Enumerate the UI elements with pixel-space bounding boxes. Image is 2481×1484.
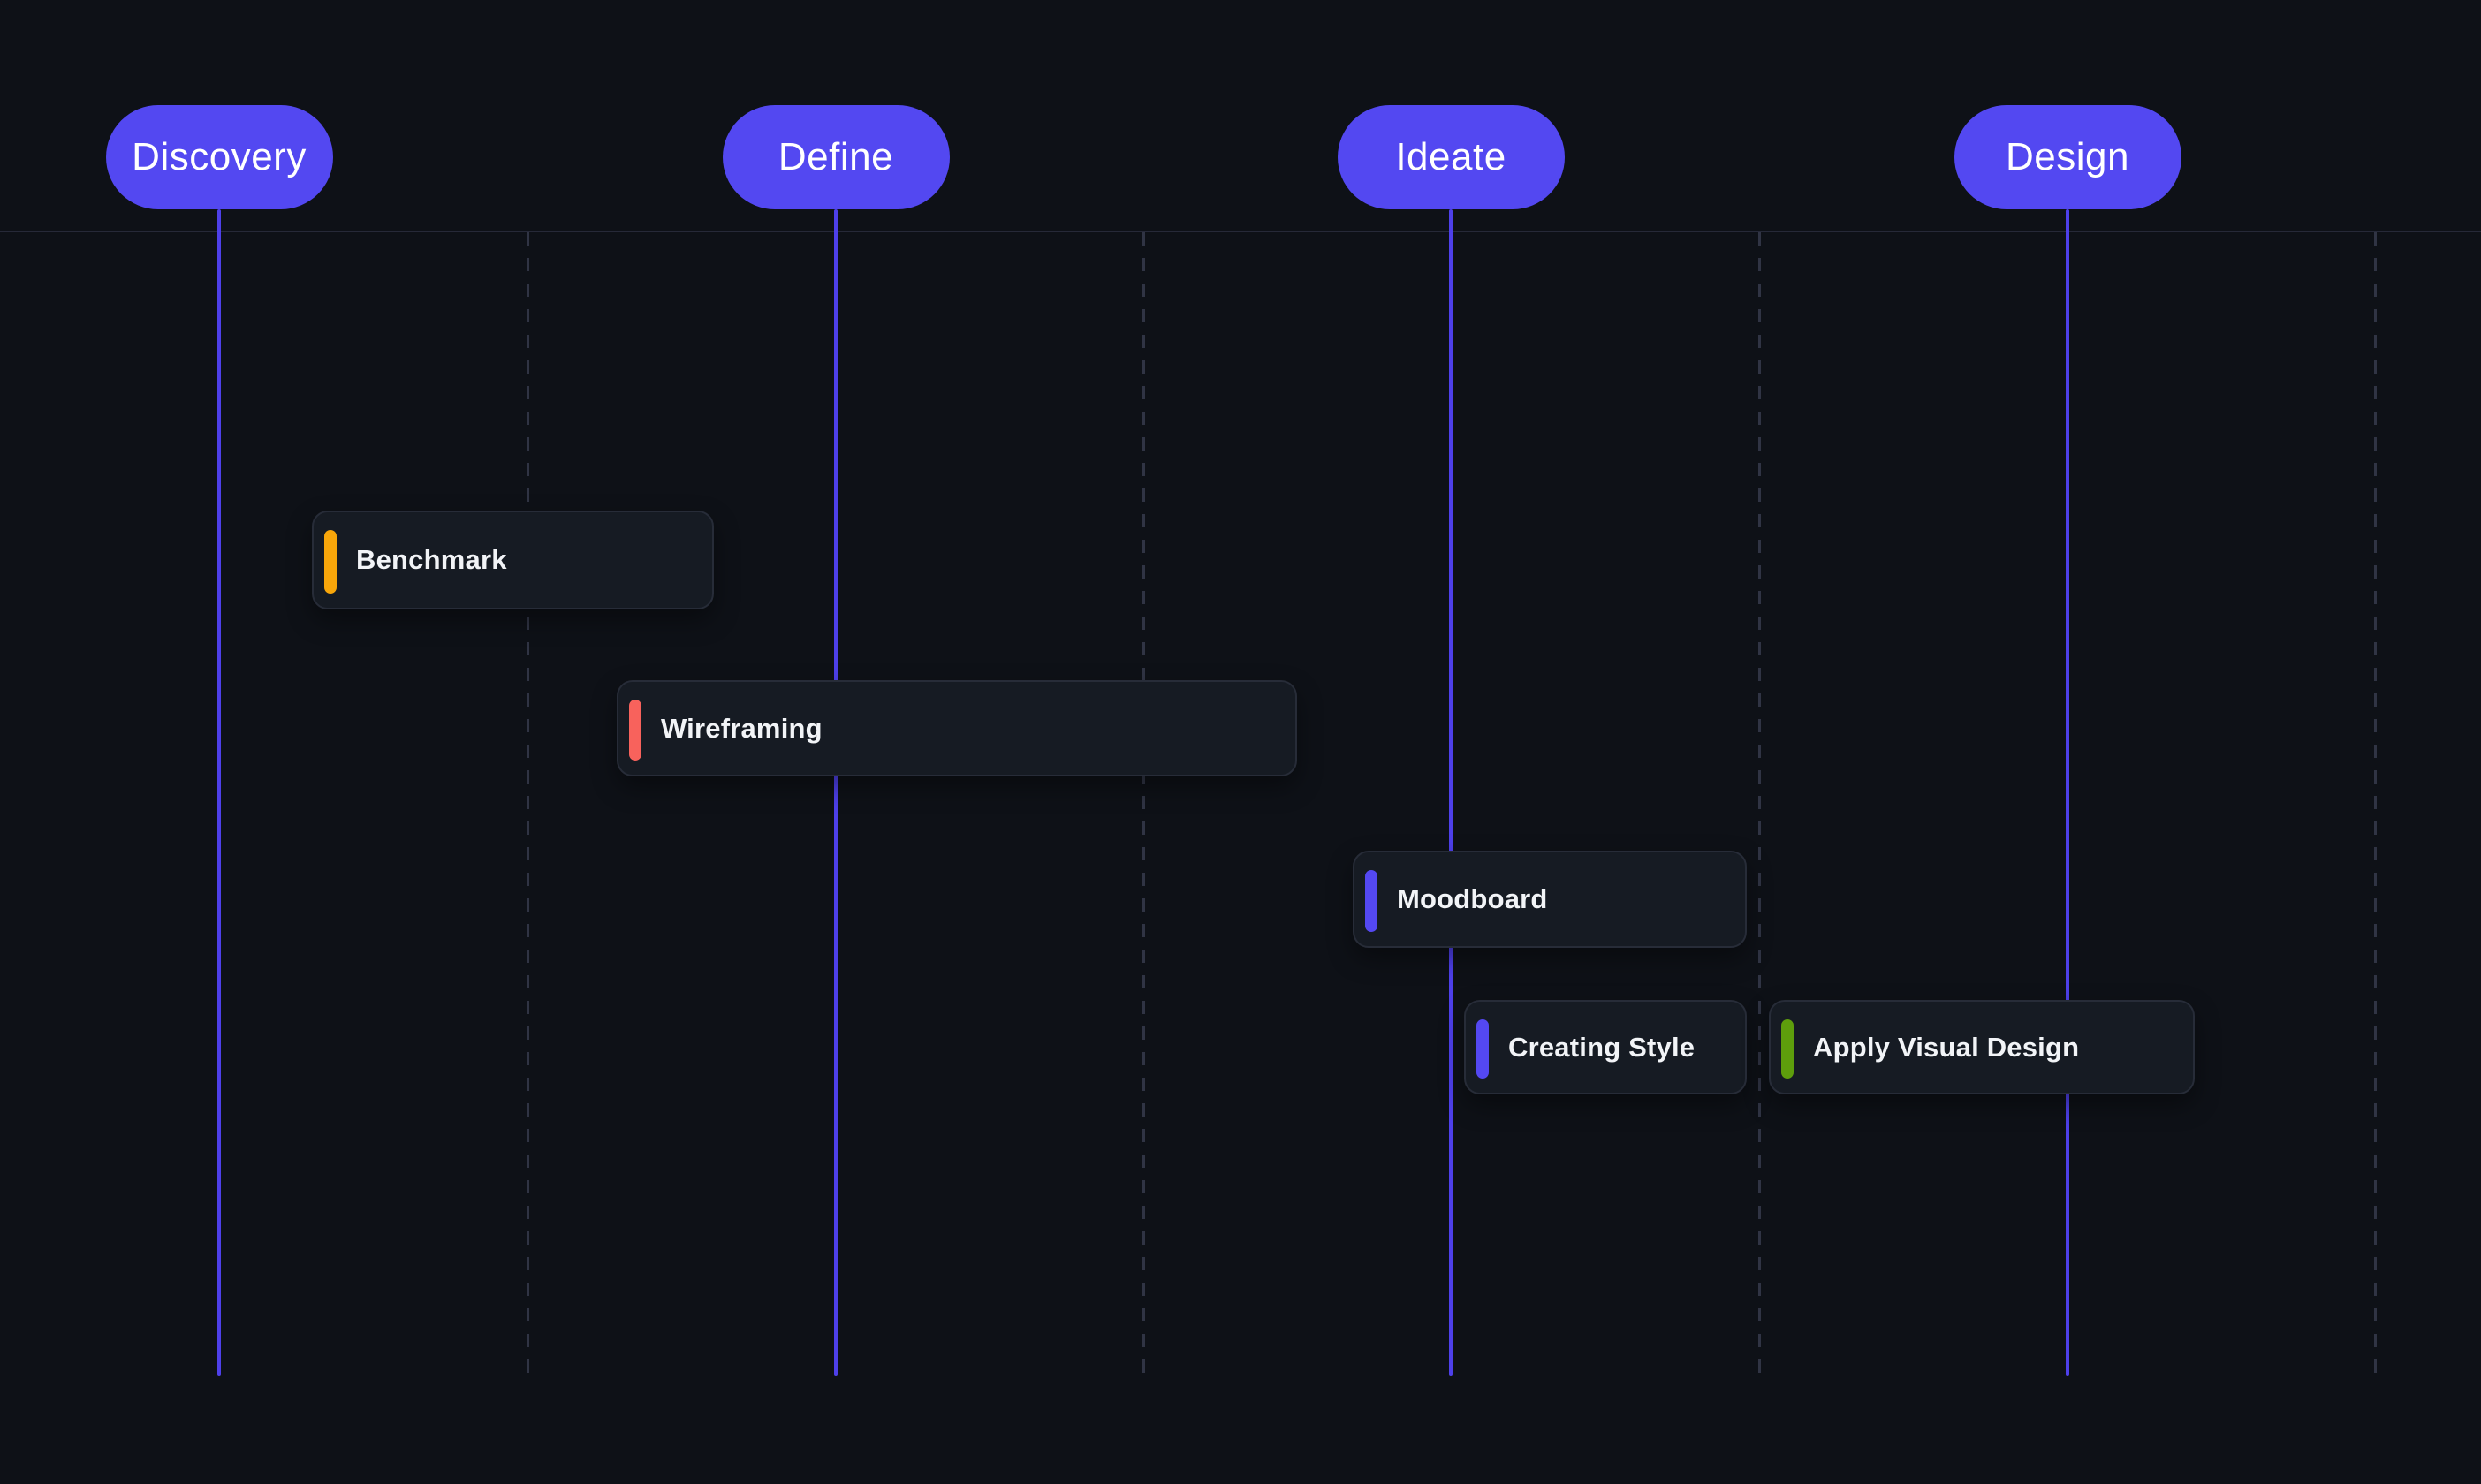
timeline-header-rule	[0, 231, 2481, 232]
task-status-bar	[1476, 1019, 1489, 1079]
task-card-creating-style[interactable]: Creating Style	[1464, 1000, 1747, 1094]
task-card-label: Benchmark	[356, 544, 507, 575]
stage-line-define	[834, 209, 838, 1376]
grid-line	[1142, 232, 1145, 1376]
grid-line	[1758, 232, 1761, 1376]
task-status-bar	[1365, 870, 1377, 932]
task-card-benchmark[interactable]: Benchmark	[312, 511, 714, 610]
stage-line-design	[2066, 209, 2069, 1376]
milestone-label: Define	[778, 135, 894, 178]
task-status-bar	[1781, 1019, 1794, 1079]
milestone-pill-design[interactable]: Design	[1954, 105, 2181, 209]
task-card-wireframing[interactable]: Wireframing	[617, 680, 1297, 776]
task-card-label: Moodboard	[1397, 883, 1548, 914]
grid-line	[2374, 232, 2377, 1376]
milestone-pill-discovery[interactable]: Discovery	[105, 105, 333, 209]
milestone-label: Design	[2006, 135, 2129, 178]
milestone-pill-ideate[interactable]: Ideate	[1337, 105, 1565, 209]
task-card-moodboard[interactable]: Moodboard	[1353, 851, 1747, 948]
stage-line-ideate	[1449, 209, 1453, 1376]
task-card-label: Wireframing	[661, 712, 823, 744]
milestone-pill-define[interactable]: Define	[722, 105, 950, 209]
task-card-apply-visual-design[interactable]: Apply Visual Design	[1769, 1000, 2195, 1094]
milestone-label: Ideate	[1395, 135, 1506, 178]
task-card-label: Creating Style	[1508, 1031, 1696, 1063]
grid-line	[527, 232, 529, 1376]
stage-line-discovery	[217, 209, 221, 1376]
task-status-bar	[629, 700, 641, 761]
milestone-label: Discovery	[132, 135, 307, 178]
task-status-bar	[324, 530, 337, 594]
task-card-label: Apply Visual Design	[1813, 1031, 2080, 1063]
